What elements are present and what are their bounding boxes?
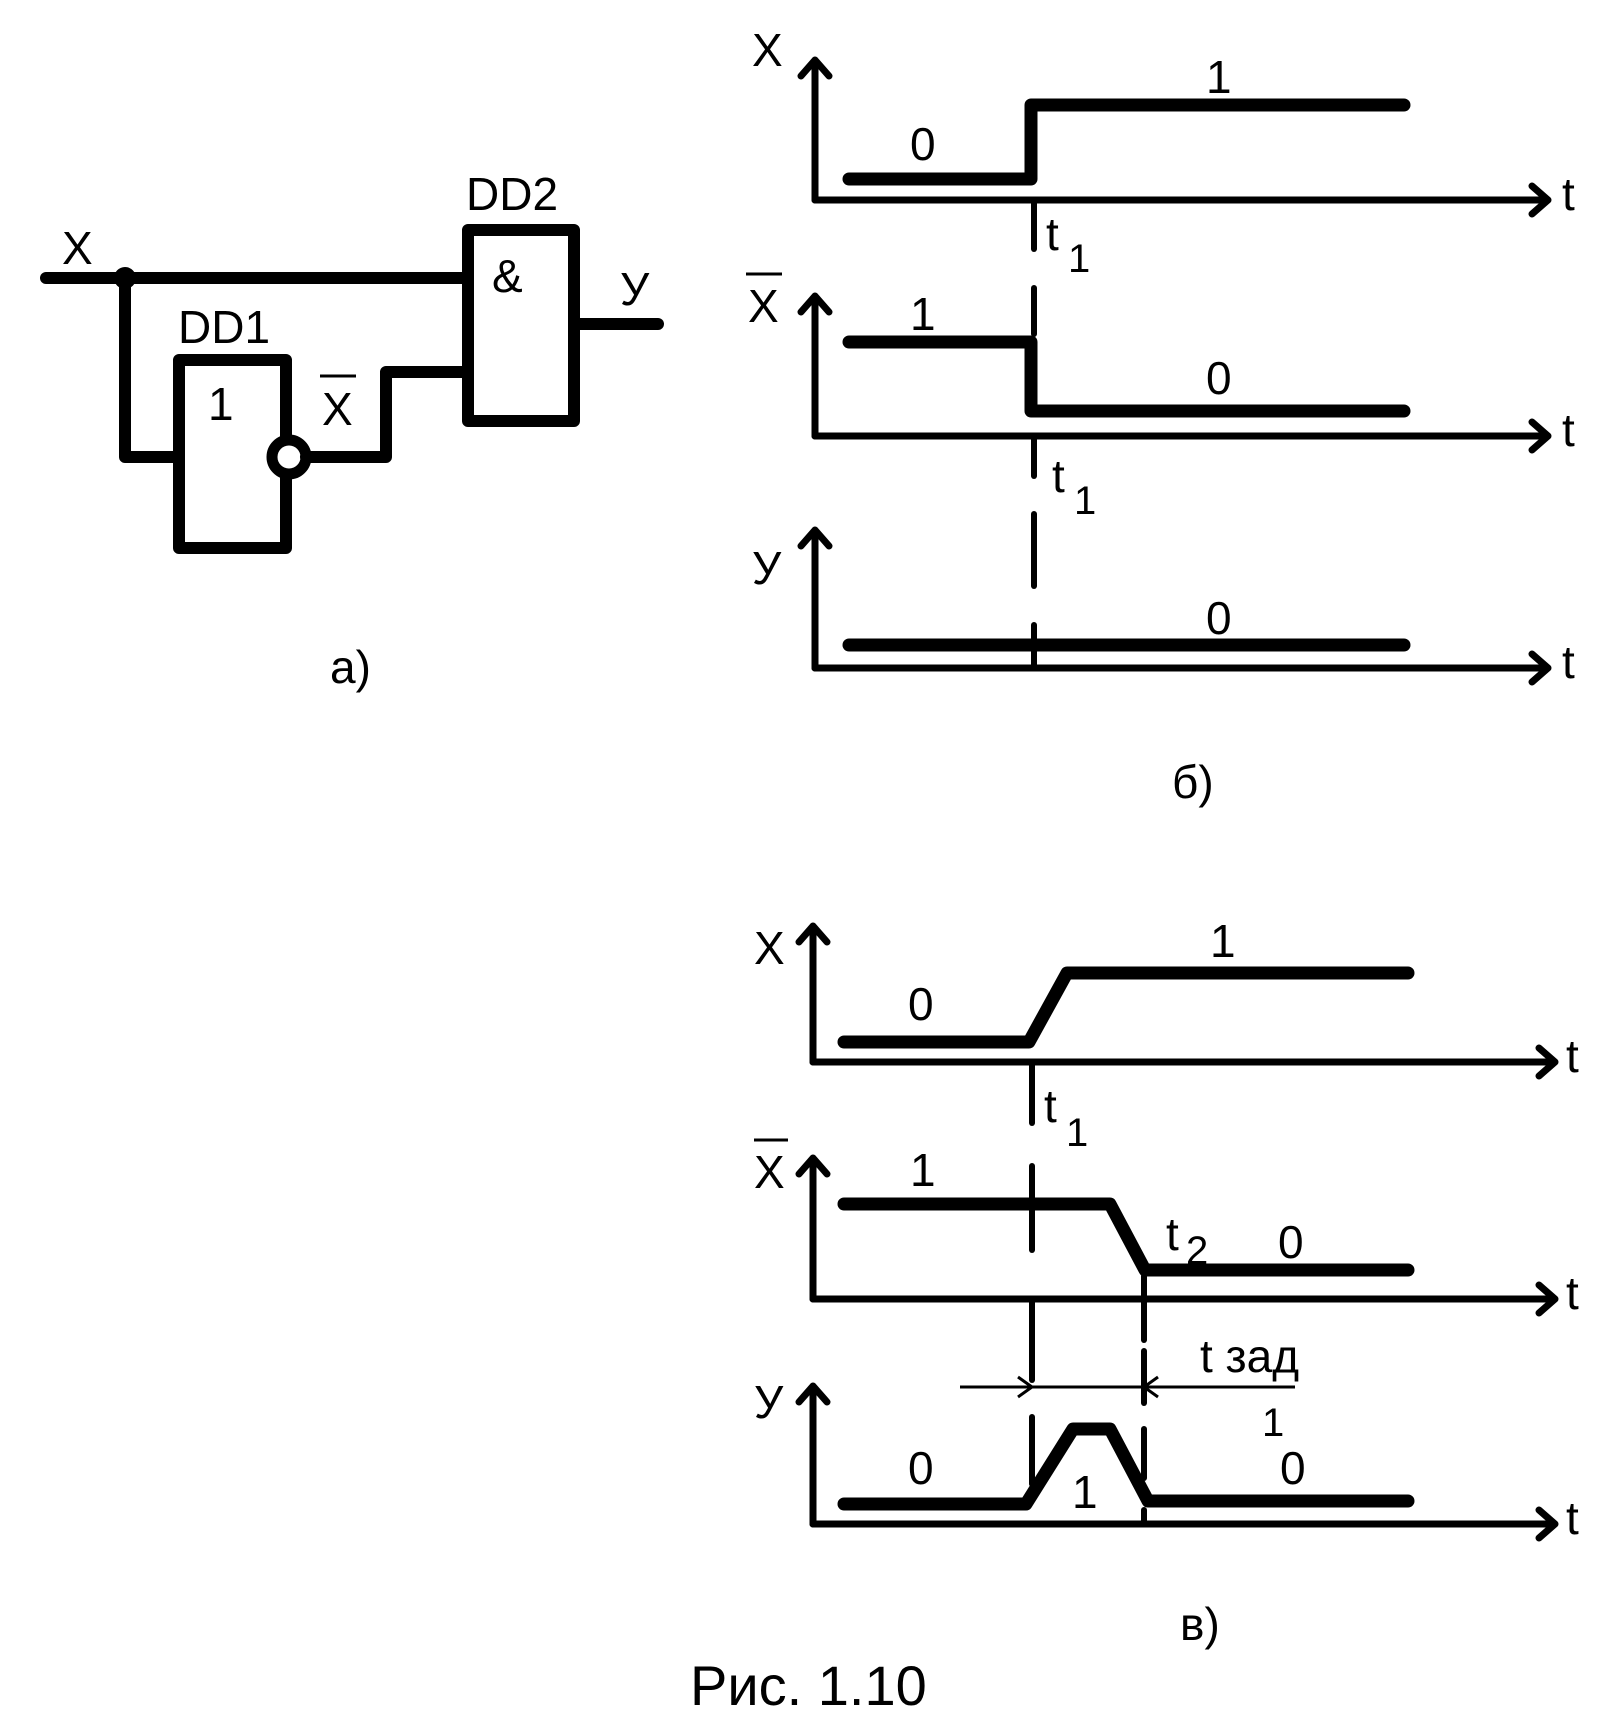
- y-axis: [797, 56, 833, 204]
- t1-subscript: 1: [1066, 1111, 1088, 1155]
- t1-label: t: [1044, 1080, 1057, 1132]
- real-plot-x: X t 0 1 t 1: [754, 915, 1579, 1155]
- time-axis: [811, 418, 1552, 454]
- t1-label: t: [1052, 450, 1065, 502]
- signal-xbar-ramp: [837, 1197, 1415, 1277]
- level-after: 0: [1206, 352, 1232, 404]
- real-timing-diagram: X t 0 1 t 1 X t 1 t 2 0: [754, 915, 1579, 1650]
- time-label: t: [1566, 1267, 1579, 1319]
- level-before: 0: [908, 978, 934, 1030]
- level-before: 0: [910, 118, 936, 170]
- dd2-label: DD2: [466, 168, 558, 220]
- dd1-label: DD1: [178, 301, 270, 353]
- axis-label-y: У: [752, 542, 782, 594]
- xbar-label: X: [322, 383, 353, 435]
- input-label-x: X: [62, 222, 93, 274]
- time-axis: [811, 182, 1552, 218]
- delay-dimension: t зад: [960, 1330, 1299, 1399]
- arrow-right-icon: [1017, 1375, 1035, 1399]
- time-axis: [809, 1506, 1559, 1542]
- signal-xbar-step: [842, 335, 1411, 418]
- caption-b: б): [1172, 756, 1214, 808]
- level-before: 0: [908, 1442, 934, 1494]
- axis-label-x: X: [754, 922, 785, 974]
- level-after: 0: [1278, 1216, 1304, 1268]
- level-before: 1: [910, 1144, 936, 1196]
- signal-y-glitch: [837, 1422, 1415, 1511]
- t1-subscript: 1: [1074, 479, 1096, 523]
- y-axis: [795, 1154, 831, 1303]
- time-axis: [811, 650, 1552, 686]
- ideal-plot-x: X t 0 1 t 1: [752, 24, 1575, 281]
- pulse-level: 1: [1072, 1466, 1098, 1518]
- output-label-y: У: [620, 263, 650, 315]
- circuit-diagram: X DD1 1 X DD2 & У а): [40, 168, 664, 693]
- y-axis: [795, 922, 831, 1066]
- arrow-left-icon: [1141, 1375, 1159, 1399]
- time-label: t: [1562, 404, 1575, 456]
- signal-x-ramp: [837, 966, 1415, 1049]
- axis-label-xbar: X: [748, 280, 779, 332]
- signal-x-step: [842, 98, 1411, 186]
- time-axis: [809, 1281, 1559, 1317]
- level-after: 1: [1206, 51, 1232, 103]
- y-axis: [797, 526, 833, 672]
- time-label: t: [1562, 168, 1575, 220]
- level-after: 0: [1280, 1442, 1306, 1494]
- figure-caption: Рис. 1.10: [690, 1654, 927, 1717]
- wire-to-dd1: [119, 272, 185, 463]
- real-plot-y: У t 0 1 1 0: [754, 1376, 1579, 1544]
- delay-label: t зад: [1200, 1330, 1299, 1382]
- y-axis: [797, 292, 833, 440]
- t2-subscript: 2: [1186, 1229, 1208, 1273]
- level-after-upper: 1: [1262, 1401, 1284, 1445]
- t1-label: t: [1046, 208, 1059, 260]
- caption-c: в): [1180, 1598, 1220, 1650]
- time-label: t: [1562, 636, 1575, 688]
- wire-xbar-to-dd2: [300, 366, 474, 463]
- caption-a: а): [330, 641, 371, 693]
- axis-label-x: X: [752, 24, 783, 76]
- ideal-plot-y: У t 0: [752, 511, 1575, 688]
- axis-label-y: У: [754, 1376, 784, 1428]
- level-after: 1: [1210, 915, 1236, 967]
- dd2-symbol: &: [492, 250, 523, 302]
- ideal-plot-xbar: X t 1 0 t 1: [746, 272, 1575, 523]
- dd1-symbol: 1: [208, 378, 234, 430]
- time-axis: [809, 1044, 1559, 1080]
- time-label: t: [1566, 1492, 1579, 1544]
- axis-label-xbar: X: [754, 1146, 785, 1198]
- level-before: 1: [910, 288, 936, 340]
- real-plot-xbar: X t 1 t 2 0: [754, 1138, 1579, 1406]
- y-axis: [795, 1382, 831, 1528]
- t2-label: t: [1166, 1208, 1179, 1260]
- t1-subscript: 1: [1068, 237, 1090, 281]
- level-value: 0: [1206, 592, 1232, 644]
- time-label: t: [1566, 1030, 1579, 1082]
- ideal-timing-diagram: X t 0 1 t 1 X t 1 0 t 1: [746, 24, 1575, 808]
